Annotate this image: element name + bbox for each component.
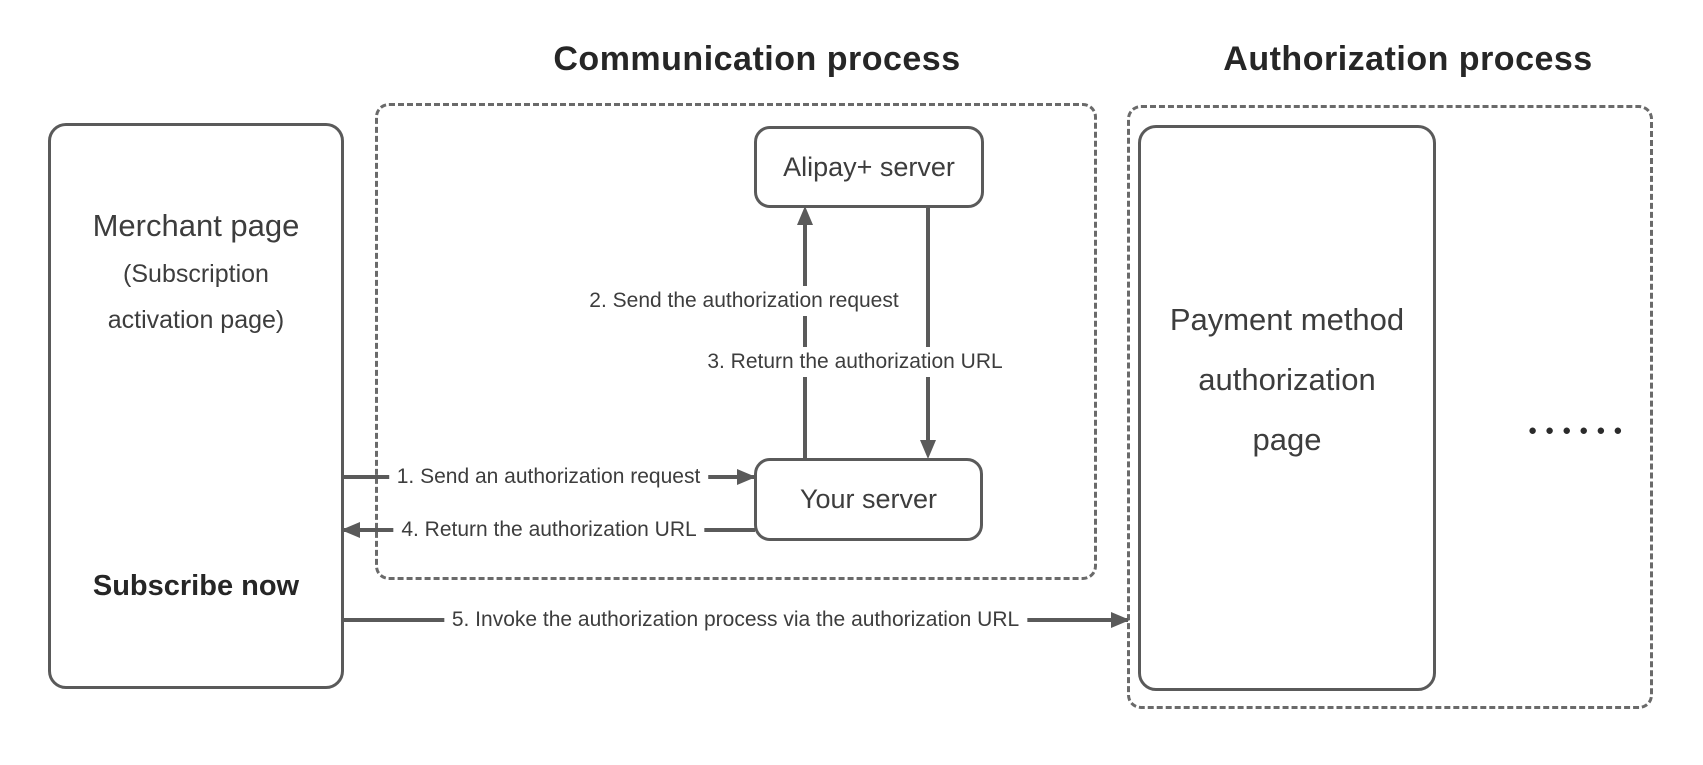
alipay-server-label: Alipay+ server: [783, 151, 955, 182]
arrow-step-2: [797, 206, 813, 458]
arrow-right-icon: [1111, 612, 1130, 628]
merchant-page-box: Merchant page (Subscription activation p…: [48, 123, 344, 689]
subscribe-now-label: Subscribe now: [92, 570, 300, 602]
payment-label-line-2: authorization: [1198, 362, 1376, 397]
payment-label-line-1: Payment method: [1169, 302, 1405, 337]
arrow-step-1-label: 1. Send an authorization request: [388, 463, 709, 491]
arrow-step-3-label: 3. Return the authorization URL: [699, 347, 1011, 377]
merchant-subtitle-line-1: (Subscription: [123, 260, 269, 288]
arrow-right-icon: [737, 469, 756, 485]
payment-authorization-page-label: Payment method authorization page: [1141, 290, 1433, 470]
arrow-step-1: 1. Send an authorization request: [343, 463, 756, 491]
arrow-step-5: 5. Invoke the authorization process via …: [343, 606, 1130, 634]
ellipsis-dots: ●●●●●●: [1528, 422, 1631, 439]
payment-authorization-page-box: Payment method authorization page: [1138, 125, 1436, 691]
arrow-step-4-label: 4. Return the authorization URL: [393, 516, 705, 544]
arrow-step-2-line: [803, 212, 807, 458]
arrow-step-4: 4. Return the authorization URL: [341, 516, 755, 544]
your-server-label: Your server: [799, 484, 938, 514]
alipay-server-box: Alipay+ server: [754, 126, 984, 208]
your-server-box: Your server: [754, 458, 983, 541]
payment-label-line-3: page: [1252, 422, 1322, 457]
arrow-down-icon: [920, 440, 936, 459]
merchant-page-label: Merchant page: [92, 208, 300, 243]
arrow-step-2-label: 2. Send the authorization request: [581, 286, 907, 316]
arrow-up-icon: [797, 206, 813, 225]
merchant-page-subtitle: (Subscription activation page): [51, 251, 341, 343]
arrow-step-3-line: [926, 207, 930, 453]
communication-process-title: Communication process: [553, 40, 961, 78]
arrow-step-5-label: 5. Invoke the authorization process via …: [443, 606, 1028, 634]
communication-process-container: [375, 103, 1097, 580]
authorization-process-title: Authorization process: [1223, 40, 1593, 78]
arrow-step-3: [920, 207, 936, 459]
arrow-left-icon: [341, 522, 360, 538]
authorization-process-container: [1127, 105, 1653, 709]
merchant-subtitle-line-2: activation page): [107, 306, 285, 334]
